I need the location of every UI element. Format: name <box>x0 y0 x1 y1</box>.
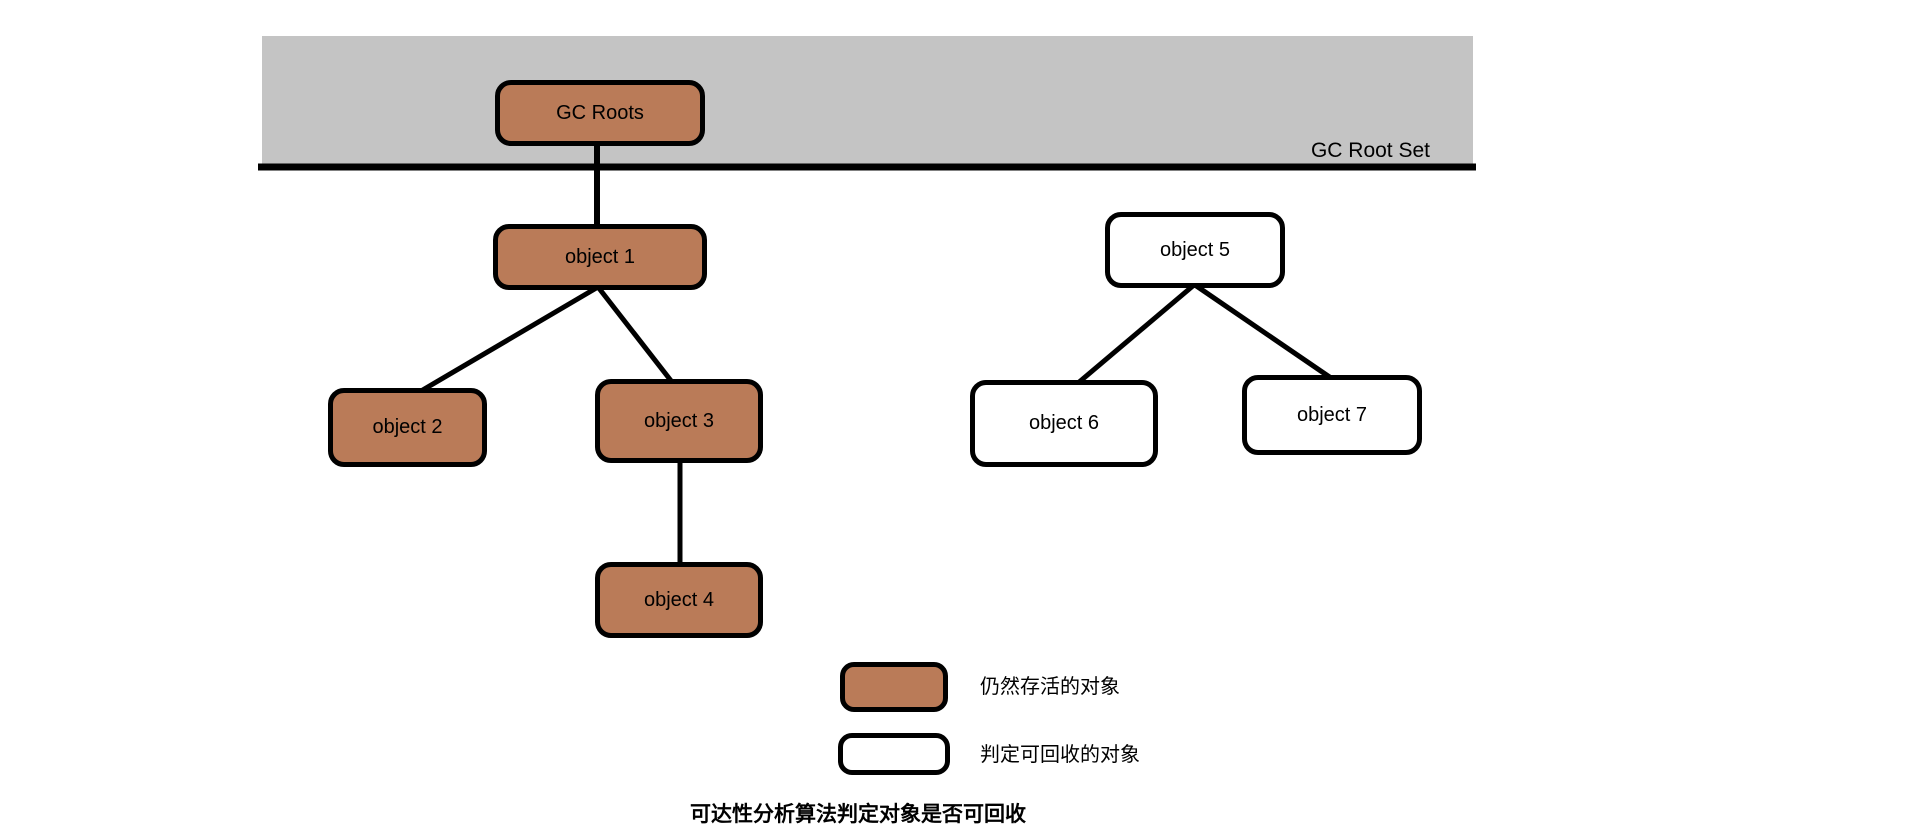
node-object-3: object 3 <box>595 379 763 463</box>
node-object-1: object 1 <box>493 224 707 290</box>
node-object-4: object 4 <box>595 562 763 638</box>
legend-label-recyclable: 判定可回收的对象 <box>980 744 1140 766</box>
node-object-2: object 2 <box>328 388 487 467</box>
node-object-6: object 6 <box>970 380 1158 467</box>
edge-object5-object7 <box>1193 282 1333 381</box>
node-label: object 5 <box>1159 238 1231 261</box>
node-label: object 2 <box>372 416 443 438</box>
diagram-caption: 可达性分析算法判定对象是否可回收 <box>690 803 1026 826</box>
legend-swatch-recyclable <box>838 733 950 775</box>
node-object-7: object 7 <box>1242 375 1422 455</box>
node-gc-roots: GC Roots <box>495 80 705 146</box>
legend-swatch-alive <box>840 662 948 712</box>
node-label: object 3 <box>643 409 715 432</box>
node-label: object 7 <box>1296 403 1368 426</box>
legend-label-alive: 仍然存活的对象 <box>980 676 1120 698</box>
edge-object1-object2 <box>419 284 600 394</box>
edge-object1-object3 <box>596 285 674 384</box>
node-label: object 6 <box>1028 412 1100 434</box>
node-object-5: object 5 <box>1105 212 1285 288</box>
gc-root-set-band <box>262 36 1473 168</box>
node-label: object 4 <box>643 588 715 611</box>
edge-object5-object6 <box>1076 283 1196 385</box>
node-label: GC Roots <box>556 101 644 124</box>
node-label: object 1 <box>564 245 636 268</box>
gc-root-set-label: GC Root Set <box>1310 139 1430 162</box>
